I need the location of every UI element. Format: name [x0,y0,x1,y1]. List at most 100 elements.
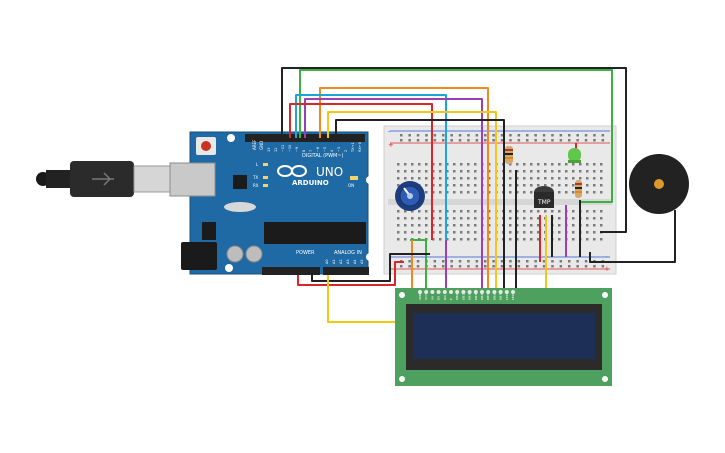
breadboard-hole[interactable] [474,170,477,173]
wire-purple[interactable] [304,98,483,290]
lcd-pin[interactable] [492,290,497,294]
breadboard-hole[interactable] [404,217,407,220]
breadboard-hole[interactable] [509,191,512,194]
breadboard-hole[interactable] [593,191,596,194]
breadboard-hole[interactable] [442,265,445,268]
breadboard-hole[interactable] [517,134,521,137]
breadboard-hole[interactable] [601,134,605,137]
breadboard-hole[interactable] [600,217,603,220]
breadboard-hole[interactable] [542,134,546,137]
breadboard-hole[interactable] [516,210,519,213]
breadboard-hole[interactable] [509,177,512,180]
breadboard-hole[interactable] [542,139,546,142]
wire-yellow-analog[interactable] [327,275,400,323]
breadboard-hole[interactable] [446,224,449,227]
breadboard-hole[interactable] [446,163,449,166]
breadboard-hole[interactable] [500,139,504,142]
breadboard-hole[interactable] [544,184,547,187]
breadboard-hole[interactable] [425,177,428,180]
breadboard-hole[interactable] [439,210,442,213]
breadboard-hole[interactable] [432,177,435,180]
breadboard-hole[interactable] [576,260,579,263]
breadboard-hole[interactable] [586,224,589,227]
breadboard-hole[interactable] [509,238,512,241]
breadboard-hole[interactable] [484,265,487,268]
breadboard-hole[interactable] [537,238,540,241]
breadboard-hole[interactable] [572,210,575,213]
breadboard-hole[interactable] [446,184,449,187]
breadboard-hole[interactable] [601,139,605,142]
breadboard-hole[interactable] [432,163,435,166]
breadboard-hole[interactable] [600,224,603,227]
breadboard-hole[interactable] [551,139,554,142]
breadboard-hole[interactable] [467,260,470,263]
breadboard-hole[interactable] [432,217,435,220]
breadboard-hole[interactable] [411,177,414,180]
breadboard-hole[interactable] [534,134,537,137]
breadboard-hole[interactable] [467,139,470,142]
breadboard-hole[interactable] [551,170,554,173]
breadboard-hole[interactable] [397,231,400,234]
breadboard-hole[interactable] [488,191,491,194]
breadboard-hole[interactable] [400,134,403,137]
breadboard-hole[interactable] [551,260,554,263]
breadboard-hole[interactable] [453,231,456,234]
breadboard-hole[interactable] [488,177,491,180]
breadboard-hole[interactable] [586,210,589,213]
breadboard-hole[interactable] [439,231,442,234]
breadboard-hole[interactable] [559,134,563,137]
breadboard-hole[interactable] [565,184,568,187]
breadboard-hole[interactable] [558,224,561,227]
breadboard-hole[interactable] [432,170,435,173]
breadboard-hole[interactable] [397,238,400,241]
breadboard-hole[interactable] [432,238,435,241]
breadboard-hole[interactable] [584,265,588,268]
breadboard-hole[interactable] [458,139,462,142]
breadboard-hole[interactable] [517,265,521,268]
breadboard-hole[interactable] [425,231,428,234]
breadboard-hole[interactable] [593,217,596,220]
breadboard-hole[interactable] [467,170,470,173]
breadboard-hole[interactable] [542,265,546,268]
breadboard-hole[interactable] [467,238,470,241]
breadboard-hole[interactable] [404,210,407,213]
breadboard-hole[interactable] [475,260,479,263]
breadboard-hole[interactable] [488,238,491,241]
wire-black-top[interactable] [335,119,505,290]
breadboard-hole[interactable] [600,238,603,241]
breadboard-hole[interactable] [446,217,449,220]
breadboard-hole[interactable] [488,210,491,213]
breadboard-hole[interactable] [509,224,512,227]
breadboard-hole[interactable] [523,231,526,234]
breadboard-hole[interactable] [551,134,554,137]
breadboard-hole[interactable] [593,170,596,173]
breadboard-hole[interactable] [397,210,400,213]
breadboard-hole[interactable] [586,163,589,166]
breadboard-hole[interactable] [523,191,526,194]
breadboard-hole[interactable] [400,139,403,142]
breadboard-hole[interactable] [530,217,533,220]
breadboard-hole[interactable] [500,260,504,263]
breadboard-hole[interactable] [408,134,411,137]
wire-yellow-top[interactable] [327,111,497,290]
breadboard-hole[interactable] [509,170,512,173]
breadboard-hole[interactable] [460,210,463,213]
wire-buzzer-black[interactable] [589,210,676,263]
breadboard-hole[interactable] [439,224,442,227]
breadboard-hole[interactable] [523,163,526,166]
breadboard-hole[interactable] [586,177,589,180]
breadboard-hole[interactable] [572,170,575,173]
breadboard-hole[interactable] [404,170,407,173]
breadboard-hole[interactable] [534,265,537,268]
breadboard-hole[interactable] [516,184,519,187]
breadboard-hole[interactable] [474,163,477,166]
breadboard-hole[interactable] [572,184,575,187]
breadboard-hole[interactable] [559,265,563,268]
breadboard-hole[interactable] [446,238,449,241]
breadboard-hole[interactable] [404,224,407,227]
breadboard-hole[interactable] [572,191,575,194]
breadboard-hole[interactable] [418,163,421,166]
breadboard-hole[interactable] [450,134,453,137]
breadboard-hole[interactable] [576,134,579,137]
breadboard-hole[interactable] [551,184,554,187]
